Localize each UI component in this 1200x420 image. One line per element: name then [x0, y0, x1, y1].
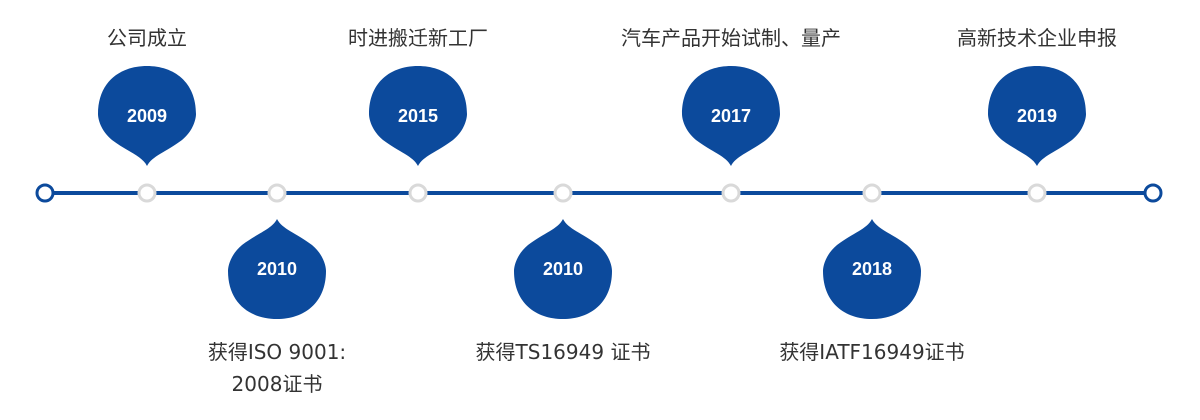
teardrop-shape [682, 66, 780, 166]
year-badge: 2010 [228, 219, 326, 319]
timeline-node [137, 183, 157, 203]
year-label: 2010 [256, 259, 298, 279]
teardrop-shape [98, 66, 196, 166]
timeline-start-node [35, 183, 55, 203]
caption-line: 2008证书 [231, 372, 323, 396]
milestone-caption: 高新技术企业申报 [957, 22, 1117, 54]
timeline-node [721, 183, 741, 203]
year-badge: 2019 [988, 66, 1086, 166]
caption-line: 高新技术企业申报 [957, 26, 1117, 50]
timeline-node [267, 183, 287, 203]
teardrop-shape [823, 219, 921, 319]
teardrop-shape [369, 66, 467, 166]
year-label: 2017 [710, 106, 752, 126]
year-label: 2009 [126, 106, 168, 126]
teardrop-shape [514, 219, 612, 319]
teardrop-shape [228, 219, 326, 319]
milestone-caption: 获得ISO 9001: 2008证书 [208, 336, 346, 400]
milestone-caption: 汽车产品开始试制、量产 [621, 22, 841, 54]
timeline-node [553, 183, 573, 203]
timeline-node [408, 183, 428, 203]
year-badge: 2018 [823, 219, 921, 319]
caption-line: 获得ISO 9001: [207, 340, 347, 364]
year-label: 2018 [851, 259, 893, 279]
milestone-caption: 获得IATF16949证书 [779, 336, 964, 368]
year-badge: 2017 [682, 66, 780, 166]
caption-line: 汽车产品开始试制、量产 [621, 26, 841, 50]
milestone-caption: 获得TS16949 证书 [476, 336, 651, 368]
year-badge: 2009 [98, 66, 196, 166]
milestone-caption: 公司成立 [107, 22, 187, 54]
year-label: 2010 [542, 259, 584, 279]
year-badge: 2015 [369, 66, 467, 166]
year-label: 2019 [1016, 106, 1058, 126]
caption-line: 获得IATF16949证书 [779, 340, 965, 364]
caption-line: 公司成立 [107, 26, 187, 50]
year-badge: 2010 [514, 219, 612, 319]
teardrop-shape [988, 66, 1086, 166]
timeline-node [1027, 183, 1047, 203]
timeline-end-node [1143, 183, 1163, 203]
caption-line: 获得TS16949 证书 [475, 340, 651, 364]
year-label: 2015 [397, 106, 439, 126]
milestone-caption: 时进搬迁新工厂 [348, 22, 488, 54]
caption-line: 时进搬迁新工厂 [348, 26, 488, 50]
timeline-node [862, 183, 882, 203]
